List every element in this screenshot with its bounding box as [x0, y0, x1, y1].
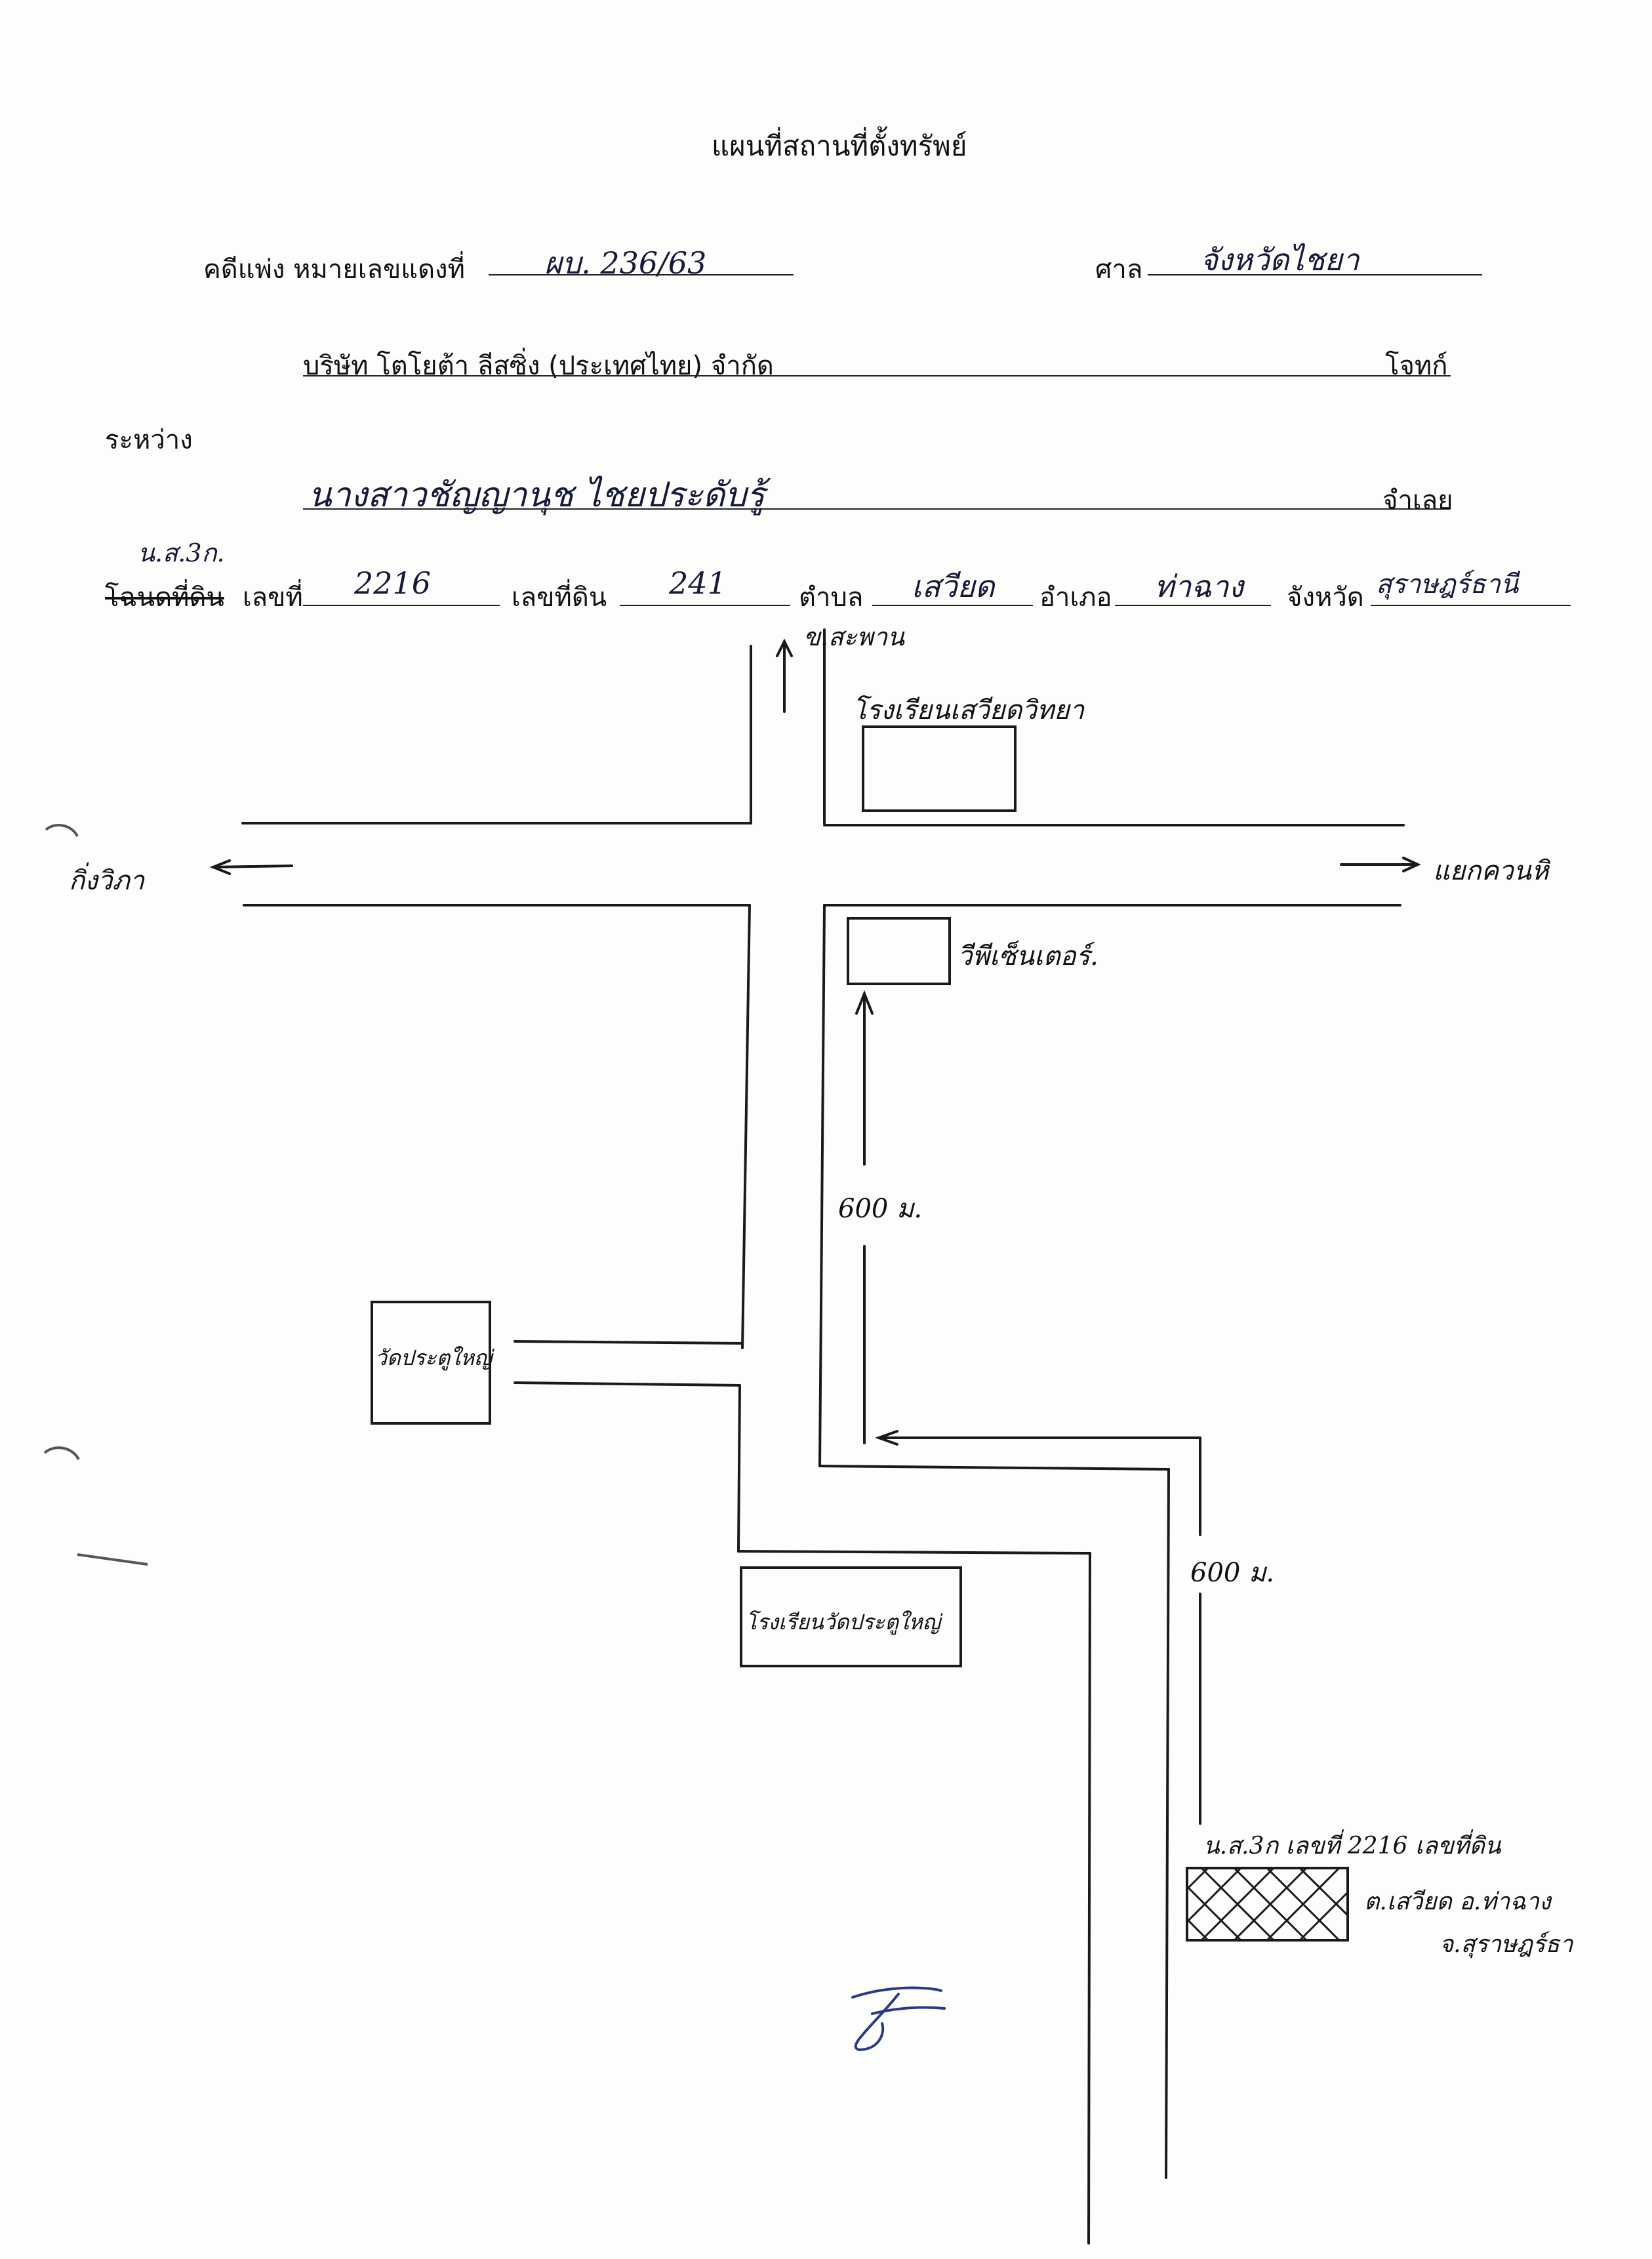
tambon: เสวียด [912, 569, 995, 604]
plaintiff-underline [303, 375, 1451, 376]
signature [851, 1986, 946, 2052]
east-arrow-head [1402, 857, 1421, 872]
land-number-underline [303, 605, 500, 606]
defendant-role: จำเลย [1382, 485, 1453, 516]
page-title: แผนที่สถานที่ตั้งทรัพย์ [712, 130, 967, 162]
road-edge [818, 1465, 1170, 1471]
distance-1: 600 ม. [838, 1194, 923, 1224]
school-top-box [862, 725, 1017, 812]
parcel-line-2: ต.เสวียด อ.ท่าฉาง [1364, 1888, 1551, 1915]
land-no-label: เลขที่ดิน [512, 582, 607, 613]
land-number: 2216 [354, 565, 432, 601]
east-destination: แยกควนหิ [1433, 856, 1549, 886]
province-label: จังหวัด [1287, 582, 1364, 613]
scan-marks [43, 824, 148, 1566]
land-no: 241 [669, 565, 727, 601]
land-no-underline [620, 605, 790, 606]
tambon-label: ตำบล [799, 582, 864, 613]
west-arrow-head [209, 859, 231, 875]
tambon-underline [872, 605, 1033, 606]
road-edge [1165, 1468, 1170, 2179]
distance-2: 600 ม. [1190, 1558, 1275, 1588]
road-edge [514, 1340, 744, 1345]
amphoe-label: อำเภอ [1039, 582, 1112, 613]
parcel-line-1: น.ส.3ก เลขที่ 2216 เลขที่ดิน [1203, 1833, 1501, 1860]
west-destination: กิ่งวิภา [69, 866, 145, 896]
road-edge [514, 1381, 741, 1387]
route-arrow-2-head [875, 1430, 898, 1446]
parcel-line-3: จ.สุราษฎร์ธา [1440, 1931, 1573, 1958]
defendant-underline [303, 508, 1451, 510]
north-arrow-head [776, 638, 793, 657]
province: สุราษฎร์ธานี [1376, 569, 1519, 600]
land-number-label: เลขที่ [243, 582, 303, 613]
land-doc-type-struck: โฉนดที่ดิน [105, 582, 224, 613]
land-doc-type-handwritten: น.ส.3ก. [138, 539, 225, 567]
plaintiff-role: โจทก์ [1385, 351, 1448, 381]
north-road-label: ข.สะพาน [803, 622, 905, 651]
road-edge [1087, 1552, 1091, 2245]
parcel-hatch [1186, 1867, 1349, 1942]
center-box [847, 917, 951, 985]
temple-label: วัดประตูใหญ่ [375, 1345, 493, 1370]
west-arrow [212, 865, 293, 868]
case-label: คดีแพ่ง หมายเลขแดงที่ [203, 254, 465, 285]
court-label: ศาล [1095, 254, 1143, 285]
school-top-label: โรงเรียนเสวียดวิทยา [853, 695, 1085, 725]
temple-box [371, 1301, 491, 1425]
amphoe: ท่าฉาง [1154, 569, 1243, 604]
case-number-underline [489, 274, 794, 275]
road-edge [818, 904, 826, 1467]
road-edge [737, 1384, 741, 1553]
court-underline [1148, 274, 1482, 275]
road-edge [737, 1550, 1091, 1555]
road-edge [741, 904, 751, 1349]
court-name: จังหวัดไชยา [1200, 242, 1360, 277]
center-label: วีพีเซ็นเตอร์. [957, 941, 1098, 971]
school-bottom-label: โรงเรียนวัดประตูใหญ่ [746, 1610, 940, 1635]
province-underline [1371, 605, 1571, 606]
amphoe-underline [1115, 605, 1271, 606]
school-bottom-box [740, 1566, 962, 1667]
between-label: ระหว่าง [105, 425, 193, 455]
route-arrow-head [855, 990, 874, 1015]
